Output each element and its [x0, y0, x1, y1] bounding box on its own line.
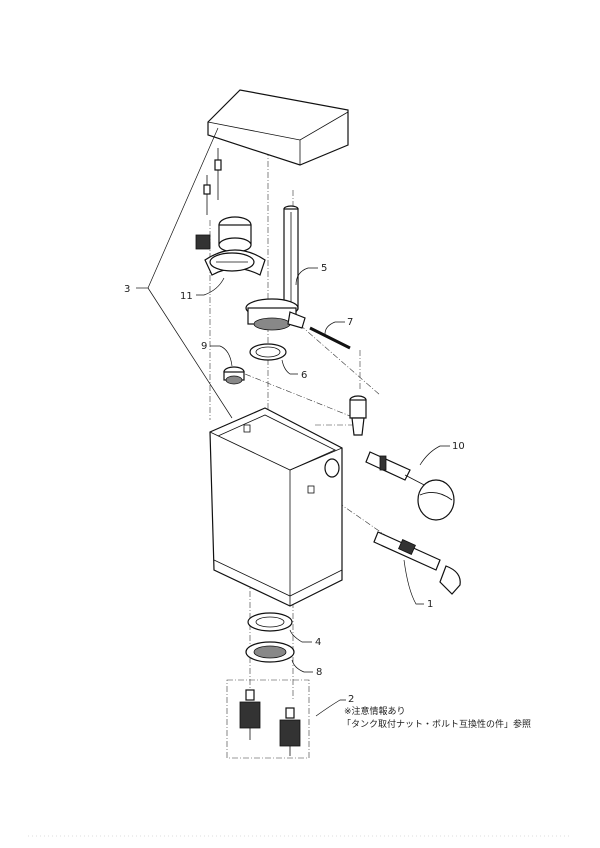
label-1: 1 [427, 599, 433, 610]
label-6: 6 [301, 370, 307, 381]
label-7: 7 [347, 317, 353, 328]
tank-lid [207, 89, 349, 166]
gasket-ring-4 [247, 612, 293, 632]
flush-valve-assembly [195, 216, 266, 276]
cap-9 [223, 366, 245, 385]
caution-note-line1: ※注意情報あり [344, 705, 406, 717]
label-9: 9 [201, 341, 207, 352]
gasket-ring-8 [245, 641, 295, 663]
float-valve [365, 451, 455, 521]
label-2: 2 [348, 694, 354, 705]
flush-valve-base [245, 298, 306, 331]
label-4: 4 [315, 637, 321, 648]
leader-lines [136, 127, 450, 717]
ball-tap-fitting [349, 395, 367, 436]
packing-ring-6 [249, 343, 287, 361]
label-10: 10 [452, 441, 465, 452]
bolt-set-box [226, 679, 310, 759]
part-labels: 3 11 5 7 9 6 10 1 4 8 2 [124, 263, 465, 705]
connecting-rod [309, 326, 351, 350]
tank-bolts [239, 689, 301, 756]
label-8: 8 [316, 667, 322, 678]
label-5: 5 [321, 263, 327, 274]
lever-handle [373, 531, 461, 595]
flush-rods [203, 148, 222, 215]
caution-note: ※注意情報あり 「タンク取付ナット・ボルト互換性の件」参照 [342, 705, 531, 730]
caution-note-line2: 「タンク取付ナット・ボルト互換性の件」参照 [342, 718, 531, 730]
tank-body [209, 407, 343, 607]
overflow-pipe [283, 205, 299, 310]
label-11: 11 [180, 291, 193, 302]
label-3: 3 [124, 284, 130, 295]
